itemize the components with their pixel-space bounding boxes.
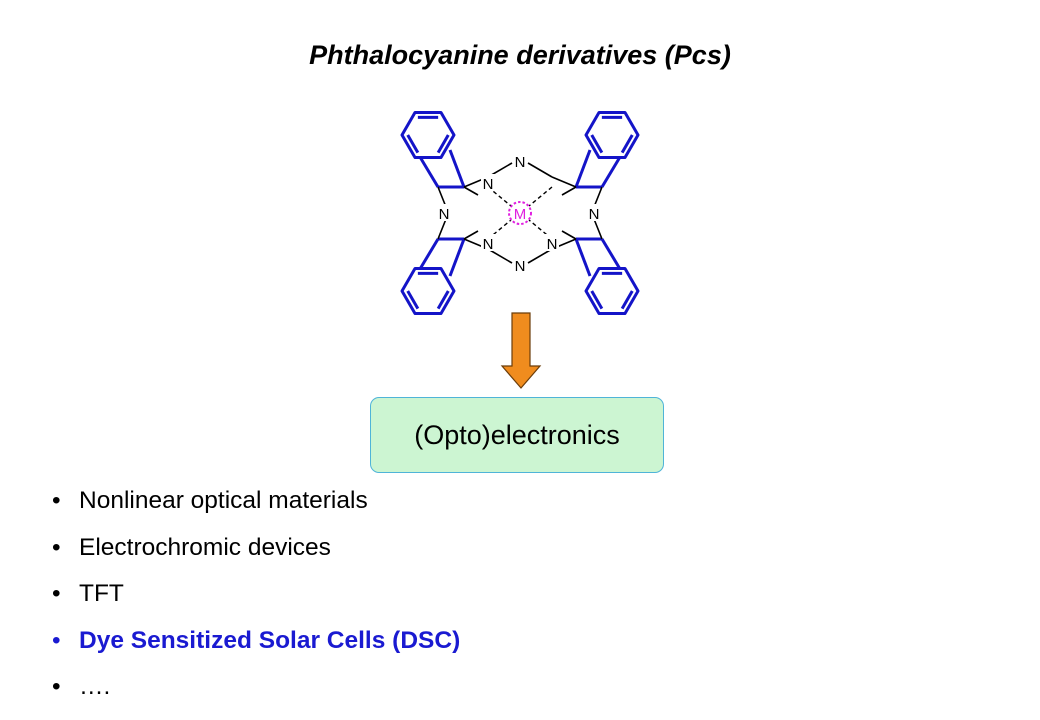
nitrogen-label: N <box>547 236 558 253</box>
coordination-bond <box>487 219 512 240</box>
nitrogen-label: N <box>515 258 526 275</box>
atom-label-background <box>437 204 451 221</box>
nitrogen-label: N <box>483 236 494 253</box>
ring-double-bond <box>620 134 634 154</box>
nitrogen-label: N <box>515 154 526 171</box>
opto-electronics-box: (Opto)electronics <box>370 397 664 473</box>
isoindole-bond <box>600 156 622 188</box>
metal-label: M <box>514 206 527 223</box>
benzene-ring <box>584 266 640 316</box>
macrocycle-bond <box>437 218 447 240</box>
nitrogen-label: N <box>439 206 450 223</box>
benzene-ring <box>400 110 456 160</box>
page-title: Phthalocyanine derivatives (Pcs) <box>309 40 731 70</box>
ring-double-bond <box>436 290 450 310</box>
ring-double-bond <box>620 290 634 310</box>
macrocycle-bond <box>593 186 603 208</box>
benzene-rings <box>400 110 640 316</box>
macrocycle-bond <box>561 186 577 196</box>
isoindole-bond <box>448 238 466 277</box>
list-item: •Nonlinear optical materials <box>52 487 368 514</box>
macrocycle-bond <box>561 230 577 240</box>
metal-center: M <box>508 201 532 225</box>
macrocycle-bond <box>463 230 479 240</box>
isoindole-bond <box>418 156 440 188</box>
list-item-highlighted: •Dye Sensitized Solar Cells (DSC) <box>52 626 461 654</box>
macrocycle-bond <box>527 162 553 178</box>
ring-double-bond <box>590 134 604 154</box>
macrocycle-bond <box>487 248 513 264</box>
isoindole-bond <box>448 149 466 188</box>
metal-coordination-bonds <box>487 186 553 240</box>
phthalocyanine-structure: N N N N N N N M <box>400 110 640 316</box>
coordination-bond <box>528 219 553 240</box>
atom-label-background <box>513 152 527 169</box>
isoindole-bond <box>574 149 592 188</box>
ring-double-bond <box>436 134 450 154</box>
atom-label-background <box>481 234 495 251</box>
isoindole-bond <box>600 238 622 270</box>
list-item: •Electrochromic devices <box>52 533 331 561</box>
isoindole-bond <box>418 238 440 270</box>
isoindole-bond <box>574 238 592 277</box>
ring-double-bond <box>406 290 420 310</box>
macrocycle-bond <box>593 218 603 240</box>
application-list: •Nonlinear optical materials •Electrochr… <box>52 478 460 711</box>
ring-double-bond <box>590 290 604 310</box>
box-label: (Opto)electronics <box>414 419 620 450</box>
coordination-bond <box>487 186 512 207</box>
atom-label-background <box>587 204 601 221</box>
benzene-ring <box>400 266 456 316</box>
list-item: •…. <box>52 673 111 700</box>
macrocycle-bond <box>527 248 553 264</box>
ring-double-bond <box>406 134 420 154</box>
down-arrow <box>500 312 542 389</box>
benzene-ring <box>584 110 640 160</box>
atom-label-background <box>513 256 527 273</box>
nitrogen-label: N <box>589 206 600 223</box>
coordination-bond <box>528 186 553 207</box>
nitrogen-label: N <box>483 176 494 193</box>
atom-label-background <box>545 234 559 251</box>
macrocycle-bond <box>437 186 447 208</box>
macrocycle-bond <box>463 186 479 196</box>
list-item: •TFT <box>52 580 124 607</box>
atom-label-background <box>481 174 495 191</box>
macrocycle-bond <box>551 176 577 188</box>
nitrogen-atoms: N N N N N N N <box>437 152 601 275</box>
